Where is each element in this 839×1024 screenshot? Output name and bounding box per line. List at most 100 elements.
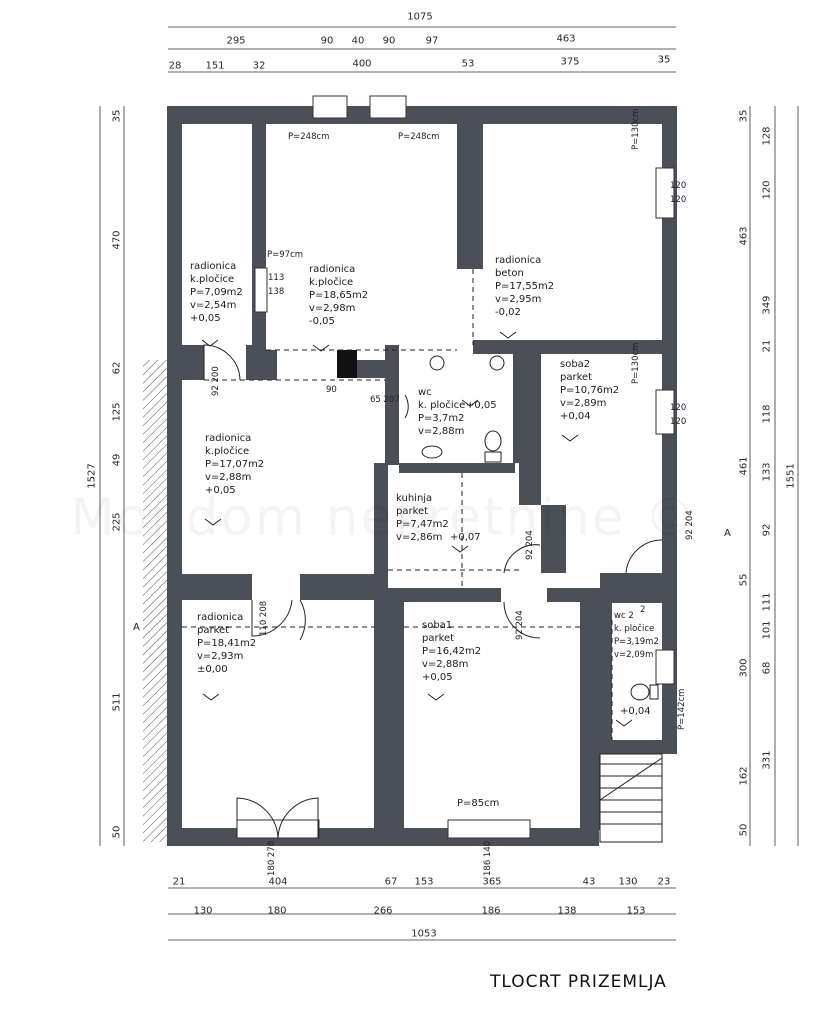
dim-bottom-row1: 67 (384, 876, 398, 888)
fixtures (421, 355, 659, 701)
dim-left-part: 225 (111, 512, 123, 532)
section-marker-right: A (724, 528, 731, 539)
dim-top-row3: 400 (352, 58, 372, 70)
dim-left-part: 49 (111, 453, 123, 467)
dim-right-col2: 92 (761, 523, 773, 537)
dim-top-row3: 151 (205, 60, 225, 72)
dim-top-row2: 295 (226, 35, 246, 47)
opening-label: P=142cm (677, 688, 687, 730)
door-dim: 65 207 (370, 395, 400, 405)
opening-label: 2 (640, 605, 646, 615)
level-markers (201, 331, 633, 727)
dim-right-col2: 118 (761, 404, 773, 424)
dim-top-row2: 90 (382, 35, 396, 47)
windows (236, 95, 675, 839)
opening-label: P=248cm (288, 132, 330, 142)
dim-right-mid: 55 (738, 573, 750, 587)
window-dim: 138 (268, 287, 285, 297)
dim-right-col2: 111 (761, 592, 773, 612)
dim-right-col2: 133 (761, 462, 773, 482)
dim-bottom-total: 1053 (411, 928, 437, 940)
dim-left-part: 62 (111, 361, 123, 375)
door-dim: 92 204 (525, 530, 535, 560)
dim-left-part: 511 (111, 692, 123, 712)
door-dim: 180 278 (267, 840, 277, 876)
window-dim: 113 (268, 273, 285, 283)
room-level: +0,04 (620, 706, 651, 717)
dim-right-col1: 463 (738, 226, 750, 246)
dim-right-col2: 21 (761, 339, 773, 353)
dim-bottom-row1: 23 (657, 876, 671, 888)
dim-top-row3: 35 (657, 54, 671, 66)
door-swings (203, 344, 663, 839)
dim-top-row3: 32 (252, 60, 266, 72)
opening-label: P=248cm (398, 132, 440, 142)
dim-bottom-row2: 266 (373, 905, 393, 917)
bottom-dimension-lines (168, 887, 676, 941)
dim-left-part: 50 (111, 825, 123, 839)
dim-top-row3: 28 (168, 60, 182, 72)
dim-top-row2: 97 (425, 35, 439, 47)
dim-bottom-row2: 130 (193, 905, 213, 917)
dim-bottom-row2: 180 (267, 905, 287, 917)
opening-label: P=97cm (267, 250, 304, 260)
dim-top-row2: 40 (351, 35, 365, 47)
drawing-title: TLOCRT PRIZEMLJA (490, 972, 667, 992)
room-level: +0,05 (466, 400, 497, 411)
dim-right-col2: 349 (761, 295, 773, 315)
window-dim: 120 (670, 181, 687, 191)
dim-bottom-row1: 365 (482, 876, 502, 888)
door-dim: 92 204 (685, 510, 695, 540)
dim-right-col2: 50 (738, 823, 750, 837)
window-dim: 120 (670, 195, 687, 205)
dim-top-row2: 463 (556, 33, 576, 45)
dim-right-col2: 101 (761, 620, 773, 640)
dashed-lines (182, 269, 613, 740)
top-dimension-lines (168, 26, 676, 73)
dim-right-col1: 331 (761, 750, 773, 770)
section-marker-left: A (133, 622, 140, 633)
window-dim: 120 (670, 403, 687, 413)
dim-right-col1: 35 (738, 109, 750, 123)
dim-right-col1: 461 (738, 456, 750, 476)
opening-label: 90 (326, 385, 337, 395)
stairs (599, 753, 663, 843)
dim-top-row3: 53 (461, 58, 475, 70)
door-dim: 92 200 (211, 366, 221, 396)
dim-top-row3: 375 (560, 56, 580, 68)
dim-left-total: 1527 (86, 463, 98, 489)
dim-bottom-row1: 43 (582, 876, 596, 888)
dim-bottom-row1: 130 (618, 876, 638, 888)
dim-right-col2: 120 (761, 180, 773, 200)
dim-left-part: 125 (111, 402, 123, 422)
door-dim: 92 204 (515, 610, 525, 640)
dim-bottom-row1: 404 (268, 876, 288, 888)
door-dim: 110 208 (259, 600, 269, 636)
dim-left-part: 35 (111, 109, 123, 123)
dim-bottom-row2: 138 (557, 905, 577, 917)
opening-label: P=85cm (457, 798, 500, 809)
dim-right-col1: 300 (738, 658, 750, 678)
watermark: Moj dom nekretnine © (70, 488, 698, 548)
opening-label: P=130cm (631, 108, 641, 150)
terrain-hatch (143, 360, 167, 842)
dim-left-part: 470 (111, 230, 123, 250)
dim-bottom-row1: 153 (414, 876, 434, 888)
opening-label: P=130cm (631, 342, 641, 384)
left-dimension-lines (99, 106, 125, 846)
dim-bottom-row2: 186 (481, 905, 501, 917)
door-dim: 186 140 (483, 840, 493, 876)
dim-bottom-row1: 21 (172, 876, 186, 888)
dim-right-outer: 1551 (785, 463, 797, 489)
dim-top-total: 1075 (407, 11, 433, 23)
